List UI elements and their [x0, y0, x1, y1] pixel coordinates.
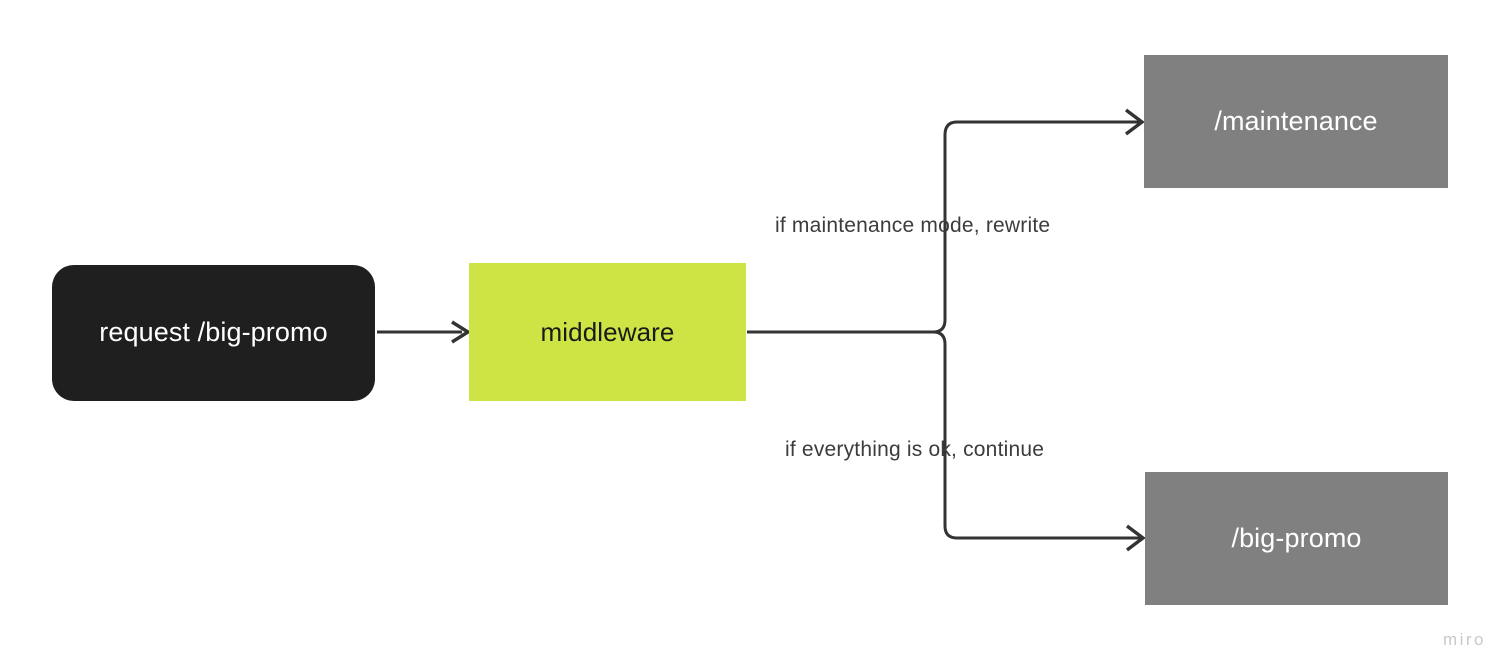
node-request[interactable]: request /big-promo: [52, 265, 375, 401]
arrowhead-icon: [1124, 108, 1145, 136]
miro-watermark: miro: [1442, 630, 1486, 649]
edge-label-maintenance: if maintenance mode, rewrite: [775, 214, 1051, 237]
node-maintenance[interactable]: /maintenance: [1144, 55, 1448, 188]
node-middleware-label: middleware: [540, 316, 675, 347]
edge-request-to-middleware[interactable]: [377, 320, 472, 344]
edge-label-continue: if everything is ok, continue: [785, 438, 1045, 461]
node-middleware[interactable]: middleware: [469, 263, 746, 401]
node-big-promo[interactable]: /big-promo: [1145, 472, 1448, 605]
node-request-label: request /big-promo: [99, 317, 328, 348]
node-maintenance-label: /maintenance: [1214, 105, 1378, 136]
arrowhead-icon: [451, 320, 472, 344]
node-big-promo-label: /big-promo: [1231, 522, 1362, 553]
arrowhead-icon: [1125, 524, 1146, 552]
edge-line: [932, 330, 1141, 540]
